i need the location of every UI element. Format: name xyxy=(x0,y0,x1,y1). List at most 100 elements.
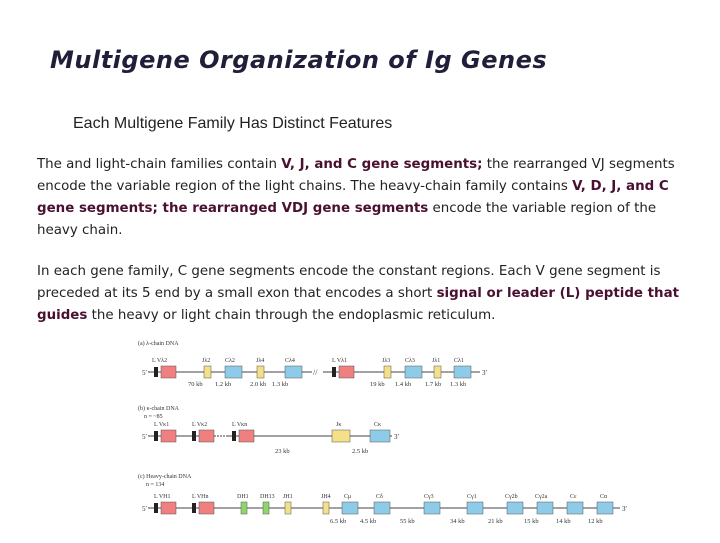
lambda-v2-segment xyxy=(160,365,177,379)
kappa-panel-title: (b) κ-chain DNA xyxy=(138,405,180,412)
lambda-j4-label: Jλ4 xyxy=(256,358,264,364)
heavy-cg1-label: Cγ1 xyxy=(467,494,477,500)
kappa-vn-label: L Vκn xyxy=(232,422,247,428)
heavy-n-label: n = 134 xyxy=(146,482,164,488)
lambda-j3-segment xyxy=(383,365,392,379)
lambda-c2-segment xyxy=(224,365,243,379)
heavy-cepsilon-label: Cε xyxy=(570,494,577,500)
lambda-distance-8: 1.3 kb xyxy=(450,381,466,388)
lambda-c3-label: Cλ3 xyxy=(405,358,415,364)
lambda-dist-1: 70 kb xyxy=(188,381,203,388)
kappa-v2-label: L Vκ2 xyxy=(192,422,207,428)
heavy-cg2a-label: Cγ2a xyxy=(535,494,548,500)
heavy-cg2a-segment xyxy=(536,501,554,515)
kappa-leader-n xyxy=(232,431,236,441)
lambda-distance-2: 1.2 kb xyxy=(215,381,231,388)
heavy-cg1-segment xyxy=(466,501,484,515)
lambda-dist-6: 1.4 kb xyxy=(395,381,411,388)
kappa-distance-2: 2.5 kb xyxy=(352,448,368,455)
lambda-distance-1: 70 kb xyxy=(188,381,203,388)
heavy-distance-8: 12 kb xyxy=(588,518,603,525)
heavy-cmu-segment xyxy=(341,501,359,515)
kappa-distance-1: 23 kb xyxy=(275,448,290,455)
lambda-dist-4: 1.3 kb xyxy=(272,381,288,388)
lambda-distance-6: 1.4 kb xyxy=(395,381,411,388)
lambda-j2-segment xyxy=(203,365,212,379)
heavy-cg3-label: Cγ3 xyxy=(424,494,434,500)
slide-subtitle: Each Multigene Family Has Distinct Featu… xyxy=(73,115,393,132)
lambda-c4-label: Cλ4 xyxy=(285,358,295,364)
p1-text-e: encode the variable region of the heavy … xyxy=(37,201,657,238)
lambda-v1-label: L Vλ1 xyxy=(332,358,347,364)
heavy-5prime: 5′ xyxy=(142,505,148,513)
lambda-leader-2 xyxy=(154,367,158,377)
heavy-cdelta-segment xyxy=(373,501,391,515)
heavy-j1-segment xyxy=(284,501,292,515)
heavy-calpha-segment xyxy=(596,501,614,515)
kappa-n-label: n = ~85 xyxy=(144,414,163,420)
heavy-cg3-segment xyxy=(423,501,441,515)
heavy-j4-label: JH4 xyxy=(321,494,331,500)
heavy-vn-label: L VHn xyxy=(192,494,209,500)
lambda-5prime: 5′ xyxy=(142,369,148,377)
lambda-c2-label: Cλ2 xyxy=(225,358,235,364)
gene-diagram-svg: (a) λ-chain DNA 5′ // 3′ L Vλ2 Jλ2 Cλ2 J… xyxy=(138,340,628,525)
lambda-c3-segment xyxy=(404,365,423,379)
heavy-d13-segment xyxy=(262,501,270,515)
kappa-leader-1 xyxy=(154,431,158,441)
heavy-j1-label: JH1 xyxy=(283,494,293,500)
heavy-j4-segment xyxy=(322,501,330,515)
heavy-d13-label: DH13 xyxy=(260,494,275,500)
heavy-distance-7: 14 kb xyxy=(556,518,571,525)
p1-text-a: The and light-chain families contain xyxy=(37,157,282,172)
lambda-leader-1 xyxy=(332,367,336,377)
lambda-3prime: 3′ xyxy=(482,369,488,377)
lambda-panel-title: (a) λ-chain DNA xyxy=(138,340,179,347)
lambda-dist-2: 1.2 kb xyxy=(215,381,231,388)
heavy-d1-segment xyxy=(240,501,248,515)
p1-highlight-b: V, J, and C gene segments; xyxy=(281,157,483,172)
paragraph-constant-regions: In each gene family, C gene segments enc… xyxy=(37,261,697,327)
lambda-j2-label: Jλ2 xyxy=(202,358,210,364)
lambda-c4-segment xyxy=(284,365,303,379)
lambda-distance-5: 19 kb xyxy=(370,381,385,388)
heavy-distance-3: 55 kb xyxy=(400,518,415,525)
lambda-j1-segment xyxy=(433,365,442,379)
lambda-c1-segment xyxy=(453,365,472,379)
kappa-vn-segment xyxy=(238,429,255,443)
heavy-3prime: 3′ xyxy=(622,505,628,513)
kappa-c-segment xyxy=(369,429,391,443)
heavy-cepsilon-segment xyxy=(566,501,584,515)
heavy-distance-2: 4.5 kb xyxy=(360,518,376,525)
heavy-distance-6: 15 kb xyxy=(524,518,539,525)
heavy-cg2b-label: Cγ2b xyxy=(505,494,518,500)
kappa-v2-segment xyxy=(198,429,215,443)
lambda-distance-7: 1.7 kb xyxy=(425,381,441,388)
heavy-v1-label: L VH1 xyxy=(154,494,171,500)
kappa-3prime: 3′ xyxy=(394,433,400,441)
gene-organization-figure: (a) λ-chain DNA 5′ // 3′ L Vλ2 Jλ2 Cλ2 J… xyxy=(120,338,660,543)
p2-highlight-b: signal or leader (L) peptide that guides xyxy=(37,286,680,323)
heavy-cdelta-label: Cδ xyxy=(376,494,383,500)
p1-highlight-d: V, D, J, and C gene segments; the rearra… xyxy=(37,179,669,216)
heavy-distance-5: 21 kb xyxy=(488,518,503,525)
kappa-5prime: 5′ xyxy=(142,433,148,441)
lambda-dist-3: 2.0 kb xyxy=(250,381,266,388)
paragraph-light-heavy-chain: The and light-chain families contain V, … xyxy=(37,154,697,242)
kappa-j-label: Jκ xyxy=(336,422,341,428)
kappa-j-segment xyxy=(331,429,351,443)
lambda-dist-7: 1.7 kb xyxy=(425,381,441,388)
lambda-distance-3: 2.0 kb xyxy=(250,381,266,388)
lambda-break-mark: // xyxy=(313,368,318,377)
heavy-cg2b-segment xyxy=(506,501,524,515)
lambda-v2-label: L Vλ2 xyxy=(152,358,167,364)
slide-title: Multigene Organization of Ig Genes xyxy=(50,46,548,74)
lambda-j1-label: Jλ1 xyxy=(432,358,440,364)
heavy-distance-1: 6.5 kb xyxy=(330,518,346,525)
heavy-vn-segment xyxy=(198,501,215,515)
lambda-j4-segment xyxy=(256,365,265,379)
heavy-distance-4: 34 kb xyxy=(450,518,465,525)
heavy-cmu-label: Cμ xyxy=(344,494,351,500)
heavy-v1-segment xyxy=(160,501,177,515)
p2-text-a: In each gene family, C gene segments enc… xyxy=(37,264,661,301)
